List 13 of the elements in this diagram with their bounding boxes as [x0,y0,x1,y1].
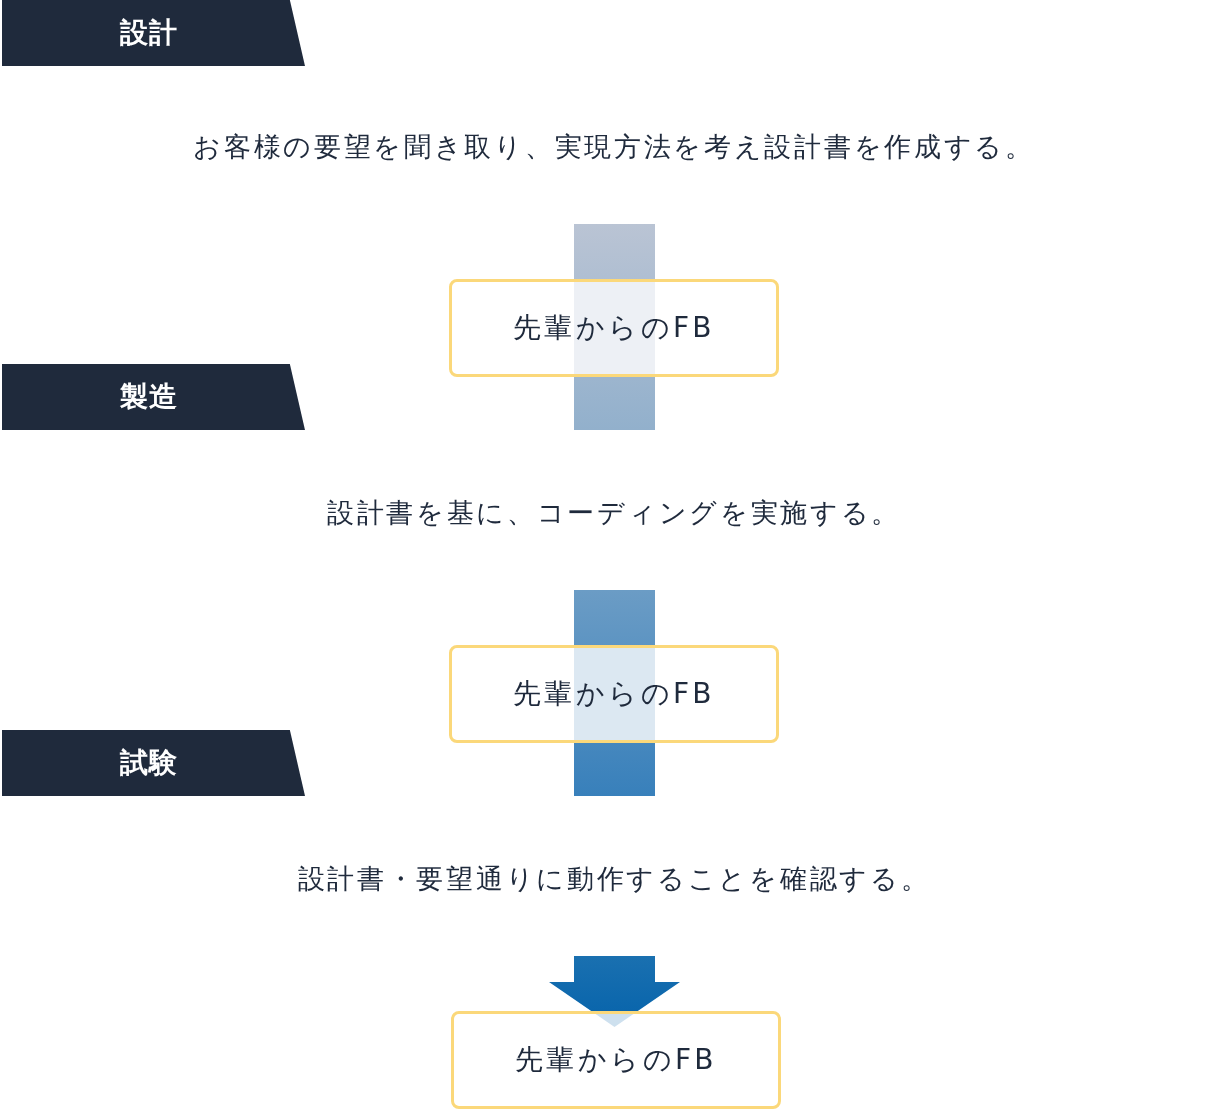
flow-band [574,743,655,796]
section-tab: 設計 [2,0,305,66]
step-description: お客様の要望を聞き取り、実現方法を考え設計書を作成する。 [100,129,1128,165]
flow-band [574,377,655,430]
flow-band [574,590,655,645]
step-description: 設計書を基に、コーディングを実施する。 [100,495,1128,531]
feedback-box: 先輩からのFB [449,645,779,743]
feedback-box: 先輩からのFB [451,1011,781,1109]
step-description: 設計書・要望通りに動作することを確認する。 [100,861,1128,897]
feedback-box: 先輩からのFB [449,279,779,377]
section-tab: 試験 [2,730,305,796]
flow-band [574,224,655,279]
section-tab: 製造 [2,364,305,430]
